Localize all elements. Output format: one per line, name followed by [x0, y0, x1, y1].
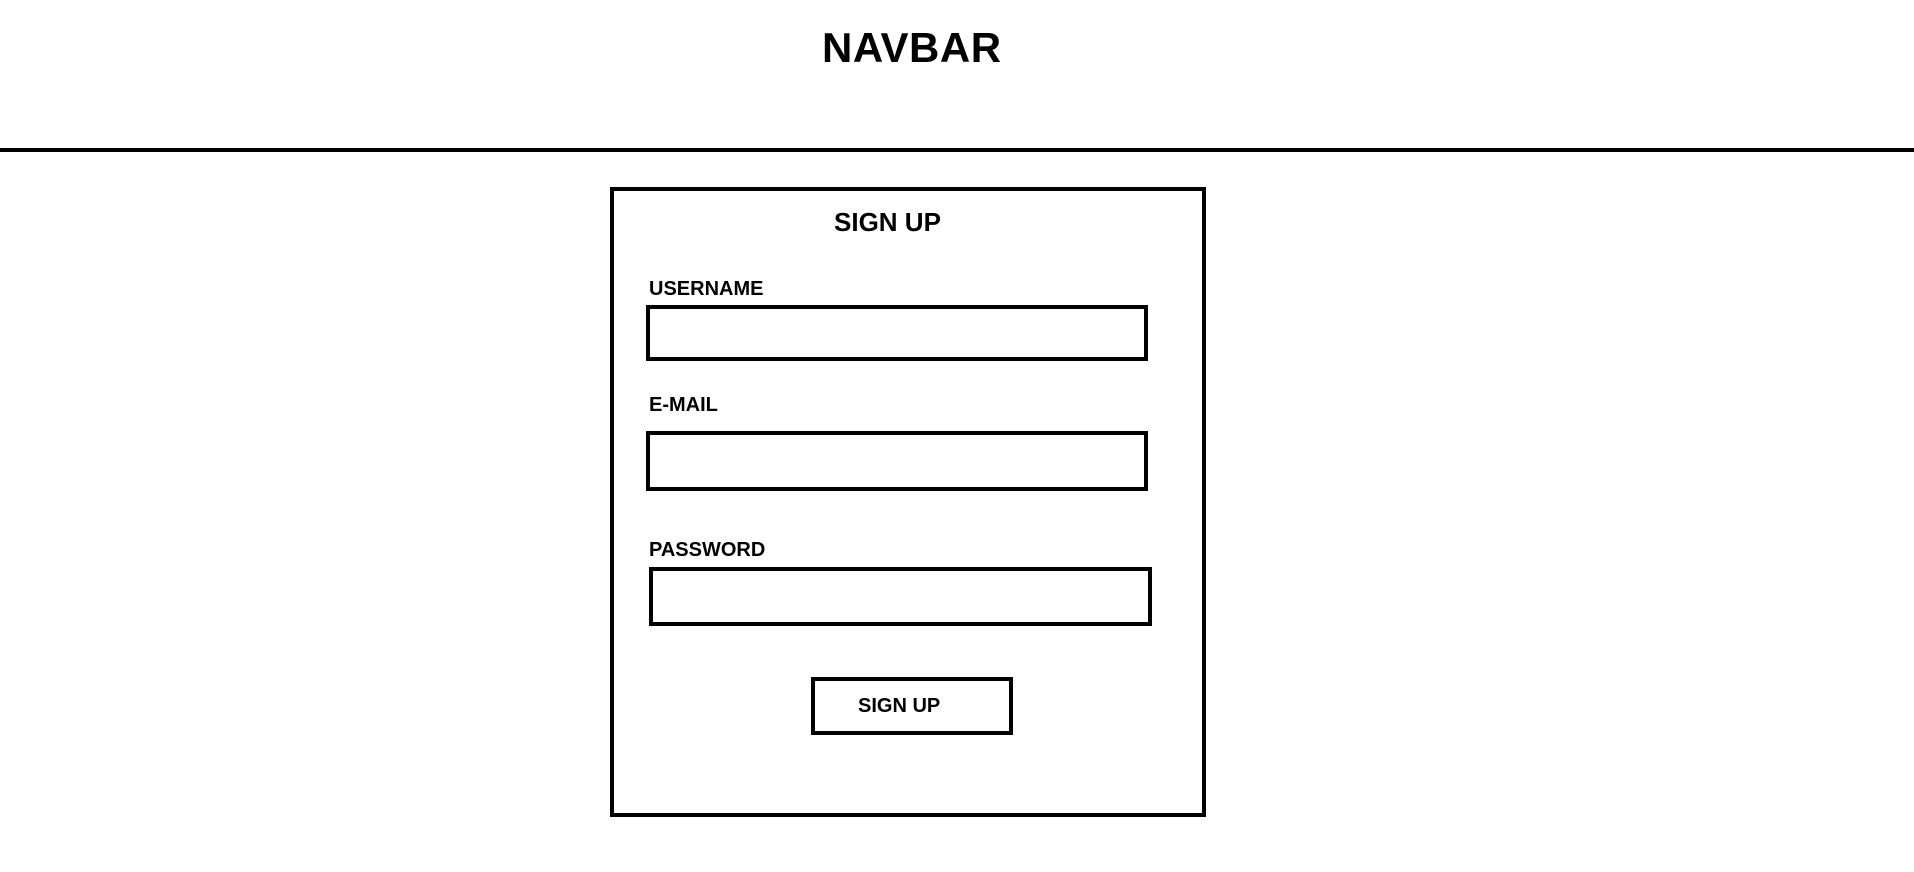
email-label: E-MAIL	[649, 394, 718, 416]
navbar-title: NAVBAR	[822, 24, 1002, 71]
signup-form-title: SIGN UP	[834, 207, 941, 237]
password-field[interactable]	[649, 567, 1152, 626]
username-label: USERNAME	[649, 278, 764, 300]
password-label: PASSWORD	[649, 539, 766, 561]
signup-panel	[610, 187, 1206, 817]
username-field[interactable]	[646, 305, 1148, 361]
signup-button[interactable]: SIGN UP	[811, 677, 1013, 735]
email-field[interactable]	[646, 431, 1148, 491]
navbar-divider	[0, 148, 1914, 152]
